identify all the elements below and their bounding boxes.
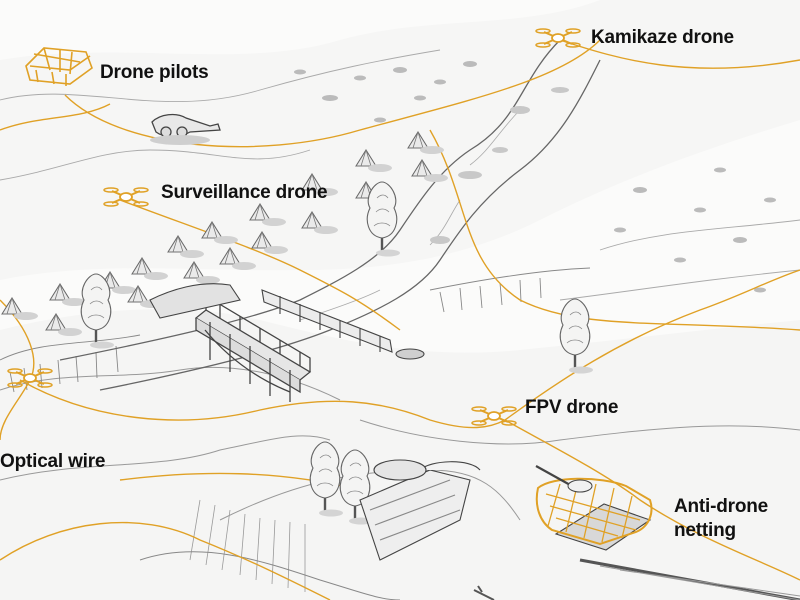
optical-wires [0,39,800,600]
gun-barrel [473,585,495,600]
debris [149,283,425,360]
bridge-icon [194,294,312,402]
label-optical-wire: Optical wire [0,451,106,472]
label-fpv-drone: FPV drone [525,397,619,418]
label-anti-drone-netting-line1: Anti-drone [674,496,769,517]
label-anti-drone-netting-line2: netting [674,519,736,541]
bunker-icon [25,47,93,86]
label-anti-drone-netting: Anti-drone netting [674,495,768,543]
tank-icon [535,465,800,600]
label-drone-pilots: Drone pilots [100,62,209,83]
label-kamikaze-drone: Kamikaze drone [591,27,734,48]
artillery-icon [150,113,221,145]
label-surveillance-drone: Surveillance drone [161,182,328,203]
trench [359,459,481,561]
